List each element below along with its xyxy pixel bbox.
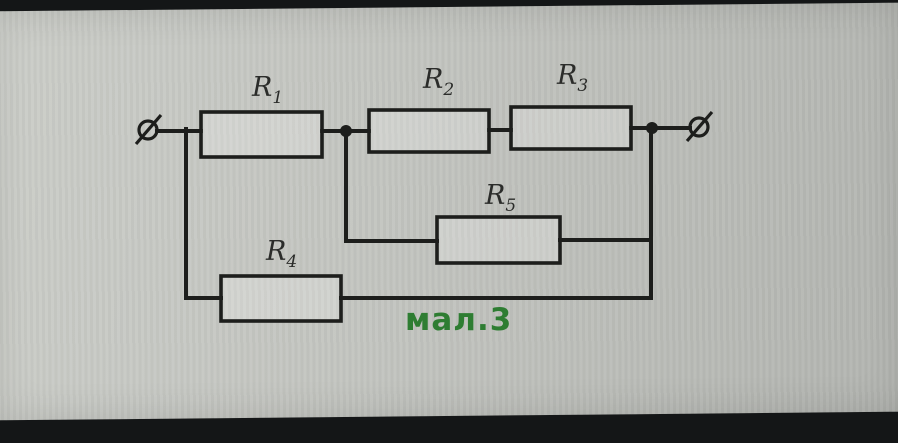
figure-caption: мал.3	[405, 302, 512, 338]
label-R4: R4	[265, 236, 297, 272]
label-R2: R2	[422, 64, 454, 100]
resistor-R1-box	[199, 110, 324, 159]
label-R5: R5	[484, 180, 516, 216]
resistor-R4-box	[219, 274, 343, 323]
left-terminal-slash	[134, 113, 163, 146]
resistor-R5-box	[435, 215, 562, 265]
resistor-R2-box	[367, 108, 491, 154]
label-R3: R3	[556, 60, 588, 96]
right-terminal-slash	[685, 110, 714, 143]
resistor-R3-box	[509, 105, 633, 151]
label-R1: R1	[251, 72, 283, 108]
